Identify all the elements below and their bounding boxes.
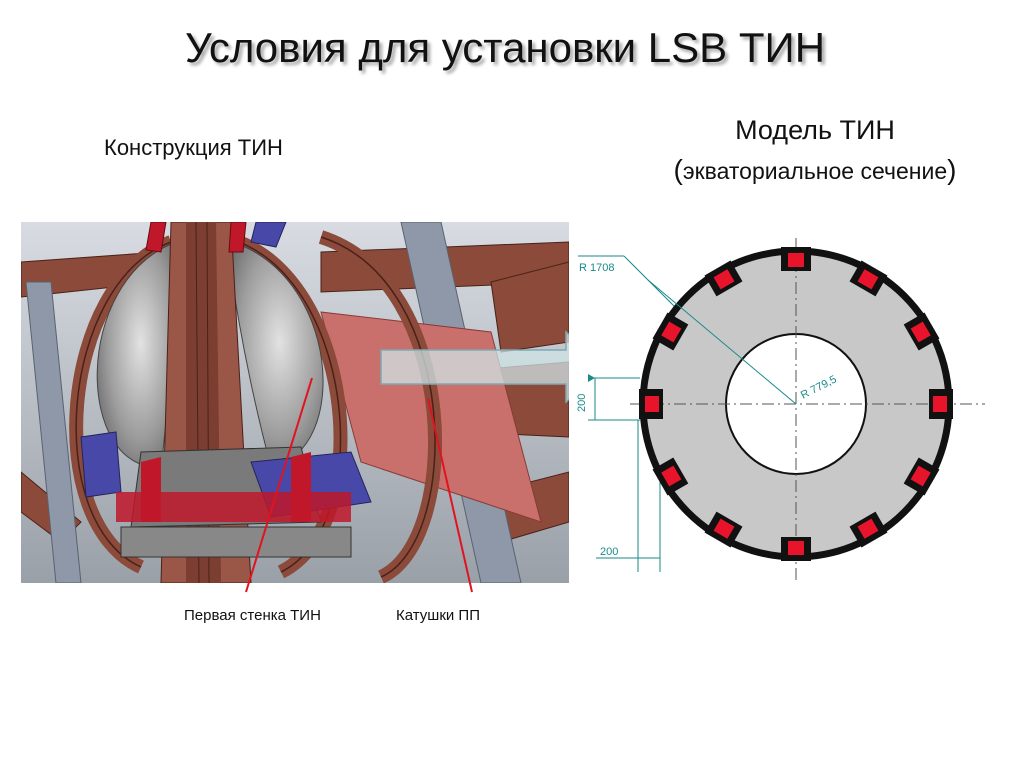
coil xyxy=(929,389,953,419)
section-subheading-line: (экваториальное сечение) xyxy=(673,154,957,185)
vertical-dimension-label: 200 xyxy=(576,394,588,412)
coil xyxy=(849,511,888,548)
horizontal-dimension-label: 200 xyxy=(600,546,618,558)
coil-core xyxy=(857,269,879,290)
coil xyxy=(781,537,811,561)
coil-core xyxy=(910,321,931,343)
section-subheading: экваториальное сечение xyxy=(682,158,948,184)
coil-core xyxy=(857,518,879,539)
coil-core xyxy=(661,321,682,343)
outer-radius-label: R 1708 xyxy=(579,262,614,274)
coils-caption: Катушки ПП xyxy=(396,607,480,624)
coil xyxy=(903,457,940,496)
slide-title: Условия для установки LSB ТИН xyxy=(184,24,826,71)
tokamak-construction-render xyxy=(21,222,569,583)
coil xyxy=(849,260,888,297)
coil-core xyxy=(788,541,804,555)
coil xyxy=(903,312,940,351)
first-wall-caption: Первая стенка ТИН xyxy=(184,607,321,624)
model-heading: Модель ТИН xyxy=(735,115,895,145)
coil xyxy=(704,511,743,548)
outer-radius-leader xyxy=(647,279,797,405)
coil xyxy=(704,260,743,297)
coil-core xyxy=(910,465,931,487)
coil xyxy=(652,312,689,351)
coil-core xyxy=(713,518,735,539)
coil xyxy=(639,389,663,419)
upper-conductors xyxy=(145,222,287,253)
coil-core xyxy=(645,396,659,412)
center-lines xyxy=(630,238,985,580)
coil-core xyxy=(788,253,804,267)
coil xyxy=(652,457,689,496)
transfer-arrow xyxy=(380,330,569,404)
equatorial-section-drawing: R 1708 R 779,5 200 200 xyxy=(576,238,985,580)
model-heading-block: Модель ТИН (экваториальное сечение) xyxy=(640,115,990,186)
construction-heading: Конструкция ТИН xyxy=(104,135,283,160)
coil-core xyxy=(661,465,682,487)
coil-core xyxy=(933,396,947,412)
coil xyxy=(781,247,811,271)
coil-group xyxy=(639,247,953,561)
coil-core xyxy=(713,269,735,290)
